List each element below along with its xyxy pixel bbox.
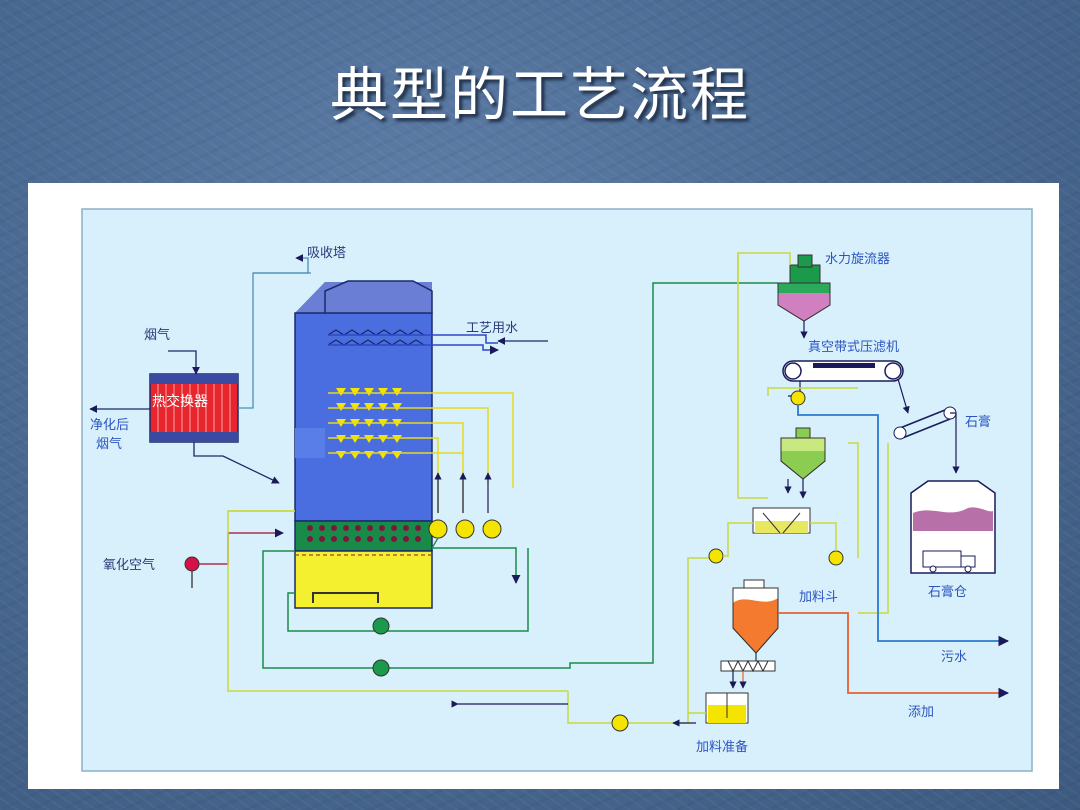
label-belt-filter: 真空带式压滤机 [808, 340, 899, 355]
feed-prep-tank [705, 692, 749, 724]
bleed-pump-1 [372, 617, 390, 635]
diagram-panel [81, 208, 1033, 772]
label-additive: 添加 [908, 705, 934, 720]
bleed-pump-2 [372, 659, 390, 677]
gypsum-conveyor [893, 406, 957, 440]
label-absorber: 吸收塔 [307, 246, 346, 261]
label-feed-prep: 加料准备 [696, 739, 748, 755]
process-flow-svg: 吸收塔 烟气 热交换器 净化后 烟气 工艺用水 氧化空气 水力旋流器 真空带式压… [81, 208, 1033, 772]
absorber-tower [294, 280, 433, 609]
label-heat-exchanger: 热交换器 [152, 393, 208, 410]
label-hydrocyclone: 水力旋流器 [825, 252, 890, 267]
label-clean-gas-1: 净化后 [90, 418, 129, 433]
label-clean-gas-2: 烟气 [96, 436, 122, 452]
slide-title: 典型的工艺流程 [329, 61, 750, 129]
label-oxidation-air: 氧化空气 [103, 557, 155, 573]
label-flue-gas: 烟气 [144, 327, 170, 343]
settling-tank [752, 507, 811, 534]
label-feed-hopper: 加料斗 [799, 590, 838, 605]
label-gypsum: 石膏 [965, 414, 991, 430]
label-waste-water: 污水 [941, 650, 967, 665]
spray-pumps [428, 519, 502, 539]
screw-feeder [720, 659, 776, 673]
process-diagram: 吸收塔 烟气 热交换器 净化后 烟气 工艺用水 氧化空气 水力旋流器 真空带式压… [28, 183, 1059, 789]
label-gypsum-silo: 石膏仓 [928, 584, 967, 600]
secondary-cyclone [780, 427, 826, 480]
hydrocyclone [777, 254, 831, 322]
feed-hopper [732, 579, 779, 654]
label-process-water: 工艺用水 [466, 321, 518, 336]
belt-filter [782, 360, 904, 382]
feed-pump [611, 714, 629, 732]
gypsum-silo [910, 480, 996, 574]
